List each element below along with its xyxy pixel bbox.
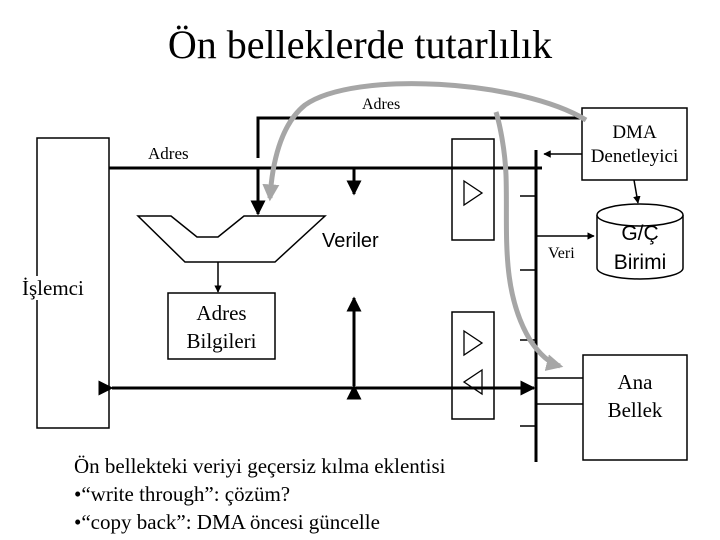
label-ana-bellek-line1: Ana bbox=[617, 370, 653, 394]
buffer-triangle-right-icon bbox=[463, 179, 484, 207]
label-adres-left: Adres bbox=[148, 144, 189, 163]
page-title: Ön belleklerde tutarlılık bbox=[167, 22, 553, 67]
label-gc-line2: Birimi bbox=[613, 251, 667, 274]
label-veriler: Veriler bbox=[322, 230, 379, 252]
dma-controller-box bbox=[581, 107, 688, 181]
label-adres-top: Adres bbox=[362, 96, 401, 113]
notes-block: Ön bellekteki veriyi geçersiz kılma ekle… bbox=[74, 452, 445, 536]
label-islemci: İşlemci bbox=[22, 276, 84, 301]
note-line-1: Ön bellekteki veriyi geçersiz kılma ekle… bbox=[74, 454, 446, 478]
label-dma-line1: DMA bbox=[612, 122, 657, 143]
label-dma-line2: Denetleyici bbox=[590, 146, 679, 167]
note-line-3: •“copy back”: DMA öncesi güncelle bbox=[74, 510, 380, 534]
gray-flow-arrow-bus bbox=[493, 111, 564, 371]
io-unit-cylinder bbox=[596, 203, 684, 280]
dma-to-io-arrow bbox=[633, 179, 641, 204]
cache-funnel-shape bbox=[136, 215, 327, 263]
gray-flow-arrow-top bbox=[262, 81, 588, 202]
buffer-box-lower bbox=[451, 311, 495, 420]
label-adres-bilgileri-line1: Adres bbox=[196, 301, 247, 325]
main-memory-box bbox=[582, 354, 688, 461]
address-line-top bbox=[256, 116, 582, 158]
label-veri: Veri bbox=[548, 245, 575, 262]
label-adres-bilgileri-line2: Bilgileri bbox=[186, 329, 257, 353]
address-info-box bbox=[167, 292, 276, 360]
label-ana-bellek-line2: Bellek bbox=[607, 398, 663, 422]
note-line-2: •“write through”: çözüm? bbox=[74, 482, 291, 506]
label-gc-line1: G/Ç bbox=[621, 222, 659, 245]
buffer-triangle-right-icon-2 bbox=[463, 329, 484, 357]
